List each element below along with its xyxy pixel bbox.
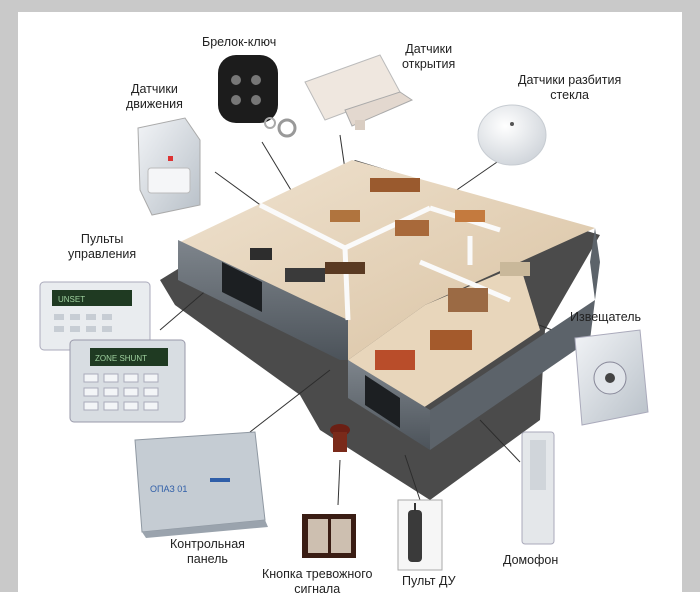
house-floor — [180, 160, 595, 360]
frame-top — [0, 0, 700, 12]
glass-break-sensor-icon — [477, 104, 547, 166]
furniture — [250, 178, 530, 370]
wall-side-right — [590, 228, 600, 300]
door-sensor-icon — [304, 54, 414, 130]
motion-sensor-icon — [137, 117, 201, 216]
label-intercom: Домофон — [503, 553, 559, 567]
label-keyfob: Брелок-ключ — [202, 35, 277, 49]
wall-windows — [222, 262, 400, 428]
frame-right — [682, 0, 700, 592]
control-panel-brand: ОПАЗ 01 — [150, 484, 187, 494]
wall-front-right — [430, 300, 595, 450]
keypad-top-display: UNSET — [58, 295, 85, 304]
remote-control-icon — [397, 499, 443, 571]
frame-left — [0, 0, 18, 592]
keypad-top-icon — [39, 281, 151, 351]
siren-icon — [574, 329, 649, 426]
front-figure — [330, 424, 350, 452]
wall-front-left — [178, 240, 348, 360]
panic-button-icon — [302, 514, 356, 558]
keyfob-icon — [218, 55, 297, 138]
keypad-bottom-display: ZONE SHUNT — [95, 354, 147, 363]
intercom-icon — [521, 431, 555, 545]
keypad-bottom-icon — [69, 339, 186, 423]
label-siren: Извещатель — [570, 310, 642, 324]
interior-walls — [258, 202, 511, 321]
label-remote: Пульт ДУ — [402, 574, 456, 588]
control-panel-icon — [134, 431, 268, 538]
